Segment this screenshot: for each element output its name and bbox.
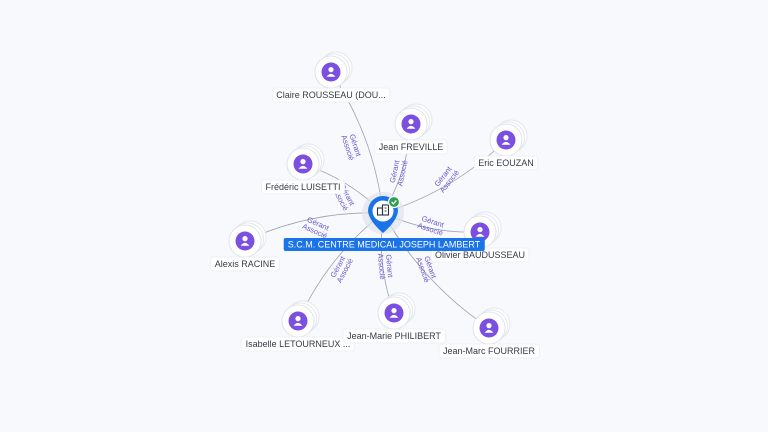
person-node-isabelle-letourneux[interactable]: Isabelle LETOURNEUX ... (241, 300, 355, 352)
person-icon-body (240, 242, 250, 246)
person-node-olivier-baudusseau[interactable]: Olivier BAUDUSSEAU (430, 211, 530, 263)
person-name-label: Jean FREVILLE (379, 142, 444, 152)
person-node-eric-eouzan[interactable]: Eric EOUZAN (473, 119, 539, 171)
relation-label: Associé (376, 253, 387, 280)
center-company-node[interactable]: S.C.M. CENTRE MEDICAL JOSEPH LAMBERT (283, 192, 485, 251)
person-icon-body (389, 314, 399, 318)
person-name-pill (261, 179, 345, 195)
person-name-pill (473, 155, 539, 171)
person-name-pill (210, 256, 280, 272)
person-icon-head (328, 67, 334, 73)
company-name-pill (283, 238, 485, 251)
person-name-pill (241, 336, 355, 352)
person-node-jean-marie-philibert[interactable]: Jean-Marie PHILIBERT (342, 292, 446, 344)
person-name-label: Isabelle LETOURNEUX ... (246, 339, 351, 349)
person-name-label: Jean-Marc FOURRIER (443, 346, 536, 356)
person-node-claire-rousseau[interactable]: Claire ROUSSEAU (DOU... (271, 51, 391, 103)
person-icon-head (408, 119, 414, 125)
person-name-label: Eric EOUZAN (478, 158, 534, 168)
person-icon-body (501, 141, 511, 145)
person-icon-head (391, 308, 397, 314)
person-icon-body (298, 165, 308, 169)
person-icon-head (503, 135, 509, 141)
person-name-pill (271, 87, 391, 103)
person-node-jean-marc-fourrier[interactable]: Jean-Marc FOURRIER (438, 307, 540, 359)
person-icon-body (293, 322, 303, 326)
person-icon-head (477, 227, 483, 233)
person-name-label: Alexis RACINE (215, 259, 276, 269)
person-icon-head (242, 236, 248, 242)
relation-label: Gérant (384, 254, 395, 279)
person-icon-body (406, 125, 416, 129)
person-node-frederic-luisetti[interactable]: Frédéric LUISETTI (261, 143, 345, 195)
person-name-pill (438, 343, 540, 359)
person-name-pill (374, 139, 448, 155)
person-node-jean-freville[interactable]: Jean FREVILLE (374, 103, 448, 155)
person-node-alexis-racine[interactable]: Alexis RACINE (210, 220, 280, 272)
person-name-label: Jean-Marie PHILIBERT (347, 331, 441, 341)
person-icon-body (475, 233, 485, 237)
person-icon-body (326, 73, 336, 77)
nodes-layer: Claire ROUSSEAU (DOU... Jean FREVILLE Eric… (210, 51, 540, 359)
person-icon-body (484, 329, 494, 333)
person-icon-head (295, 316, 301, 322)
person-icon-head (300, 159, 306, 165)
company-name-label: S.C.M. CENTRE MEDICAL JOSEPH LAMBERT (288, 240, 481, 250)
verified-check-icon (387, 195, 401, 209)
person-name-label: Frédéric LUISETTI (265, 182, 340, 192)
person-name-label: Claire ROUSSEAU (DOU... (276, 90, 386, 100)
person-icon-head (486, 323, 492, 329)
person-name-pill (342, 328, 446, 344)
building-icon (376, 204, 390, 216)
person-name-label: Olivier BAUDUSSEAU (435, 250, 525, 260)
